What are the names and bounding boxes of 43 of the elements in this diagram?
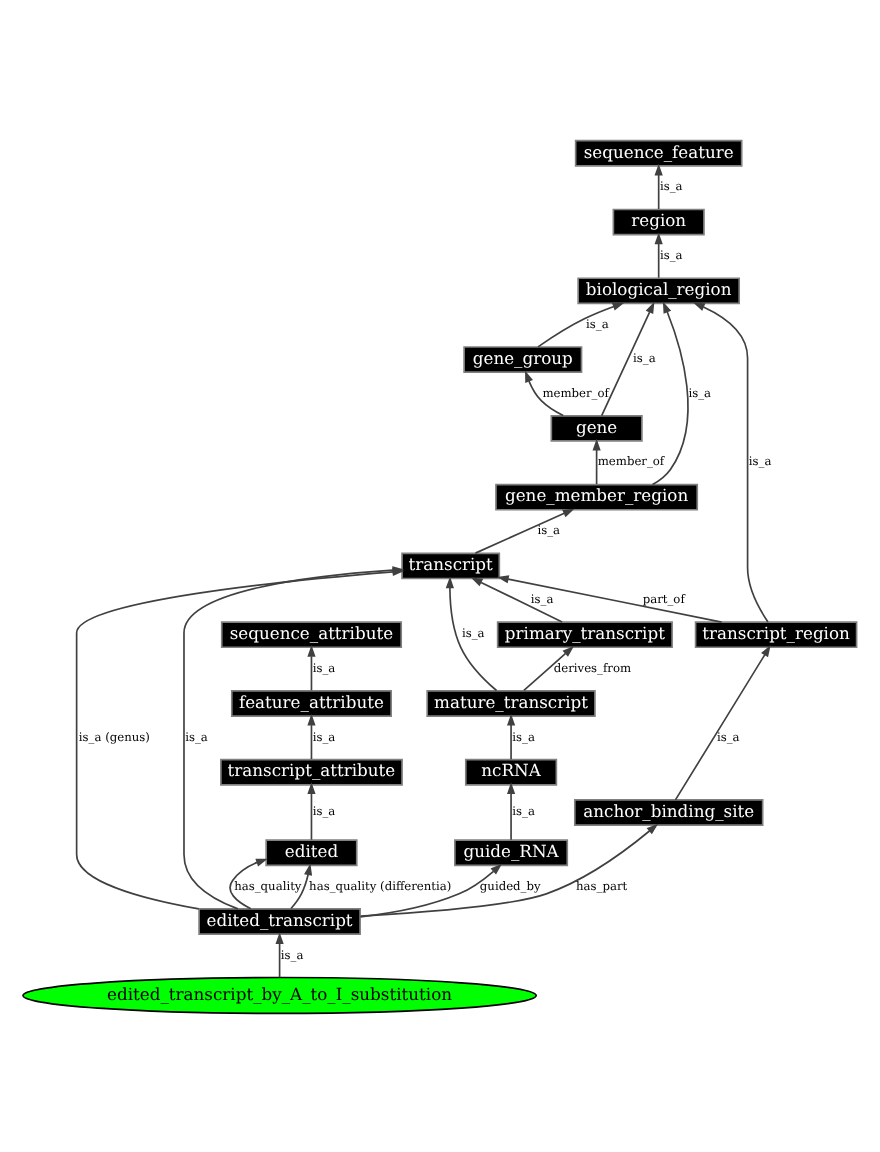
arrow [537, 301, 625, 347]
arrow [525, 369, 565, 416]
node-box: sequence_attribute [220, 620, 403, 648]
node-box: transcript [401, 551, 501, 579]
arrow [307, 712, 316, 759]
node-ellipse: edited_transcript_by_A_to_I_substitution [22, 975, 537, 1014]
node-box: edited_transcript [198, 907, 361, 934]
arrow [496, 574, 723, 622]
arrow [307, 781, 316, 840]
arrow [359, 822, 659, 916]
arrow [506, 781, 516, 840]
node-box: transcript_attribute [220, 757, 403, 785]
arrow [506, 712, 516, 759]
node-box: edited [265, 838, 358, 866]
node-box: sequence_feature [574, 138, 743, 166]
arrow [229, 857, 268, 909]
node-box: primary_transcript [496, 620, 673, 648]
arrow [470, 576, 563, 622]
arrow [307, 644, 316, 691]
node-box: anchor_binding_site [573, 798, 764, 825]
arrow [600, 300, 655, 416]
node-box: transcript_region [694, 620, 858, 648]
node-box: mature_transcript [426, 689, 596, 716]
node-box: gene [550, 413, 643, 441]
arrow [654, 231, 663, 278]
node-box: feature_attribute [230, 689, 392, 716]
arrow [651, 300, 689, 485]
node-box: ncRNA [464, 757, 558, 785]
arrow [654, 162, 663, 209]
arrow [674, 644, 771, 800]
arrow [523, 644, 575, 691]
arrow [693, 301, 769, 622]
arrow [290, 862, 313, 909]
node-box: gene_member_region [495, 482, 699, 510]
arrow [474, 507, 575, 553]
node-box: gene_group [463, 345, 583, 373]
arrow [445, 575, 498, 691]
arrow [359, 862, 503, 917]
node-box: guide_RNA [454, 838, 569, 866]
node-box: region [612, 207, 705, 235]
node-box: biological_region [577, 276, 741, 304]
arrow [275, 931, 284, 978]
arrow [592, 437, 601, 484]
